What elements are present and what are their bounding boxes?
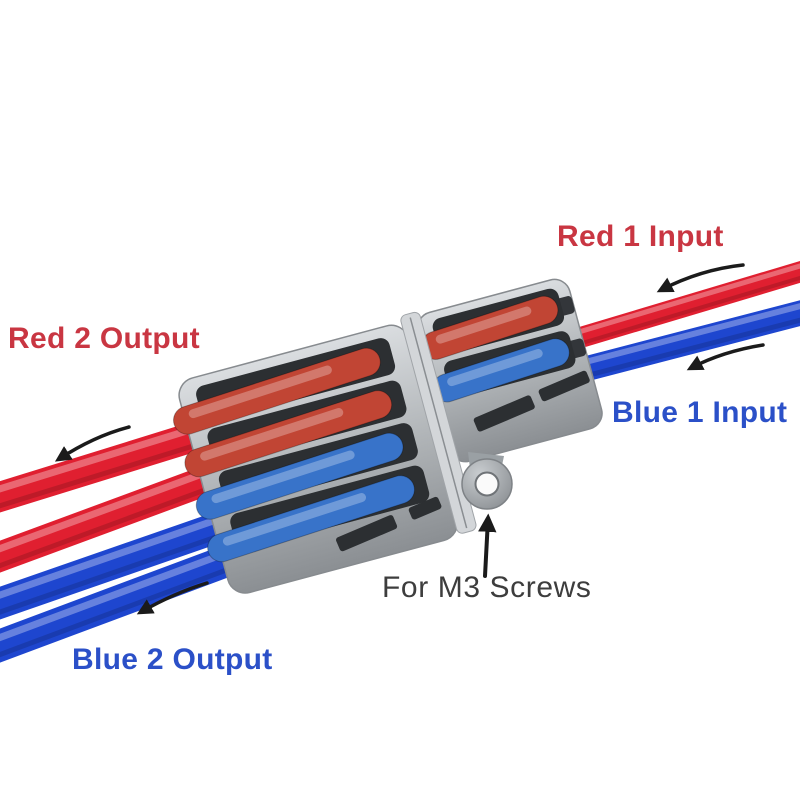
output-block [173, 324, 459, 594]
arrow-blue-output-icon [136, 581, 209, 615]
label-blue-1-input: Blue 1 Input [612, 396, 788, 429]
screw-hole [474, 471, 500, 497]
arrow-red-input-icon [656, 263, 745, 293]
test-slot [473, 395, 535, 432]
input-block [416, 278, 603, 463]
label-red-2-output: Red 2 Output [8, 322, 200, 355]
test-slot [538, 370, 590, 402]
arrow-red-output-icon [54, 425, 131, 462]
label-m3-screws: For M3 Screws [382, 571, 592, 604]
mating-junction [400, 311, 477, 534]
junction-seam [409, 317, 468, 529]
lever-red-output-2 [184, 390, 393, 478]
label-red-1-input: Red 1 Input [557, 220, 724, 253]
arrow-blue-input-icon [686, 343, 765, 371]
arrow-screw-hole-icon [478, 513, 497, 578]
lever-blue-output-1 [195, 432, 404, 520]
label-blue-2-output: Blue 2 Output [72, 643, 273, 676]
test-slot [408, 496, 442, 520]
connector-body [173, 278, 603, 594]
mounting-ear [461, 452, 513, 510]
direction-arrows [54, 263, 765, 615]
test-slot [336, 515, 398, 552]
lever-red-output-1 [173, 347, 381, 435]
lever-blue-output-2 [207, 475, 415, 563]
wire-shade [0, 474, 241, 569]
